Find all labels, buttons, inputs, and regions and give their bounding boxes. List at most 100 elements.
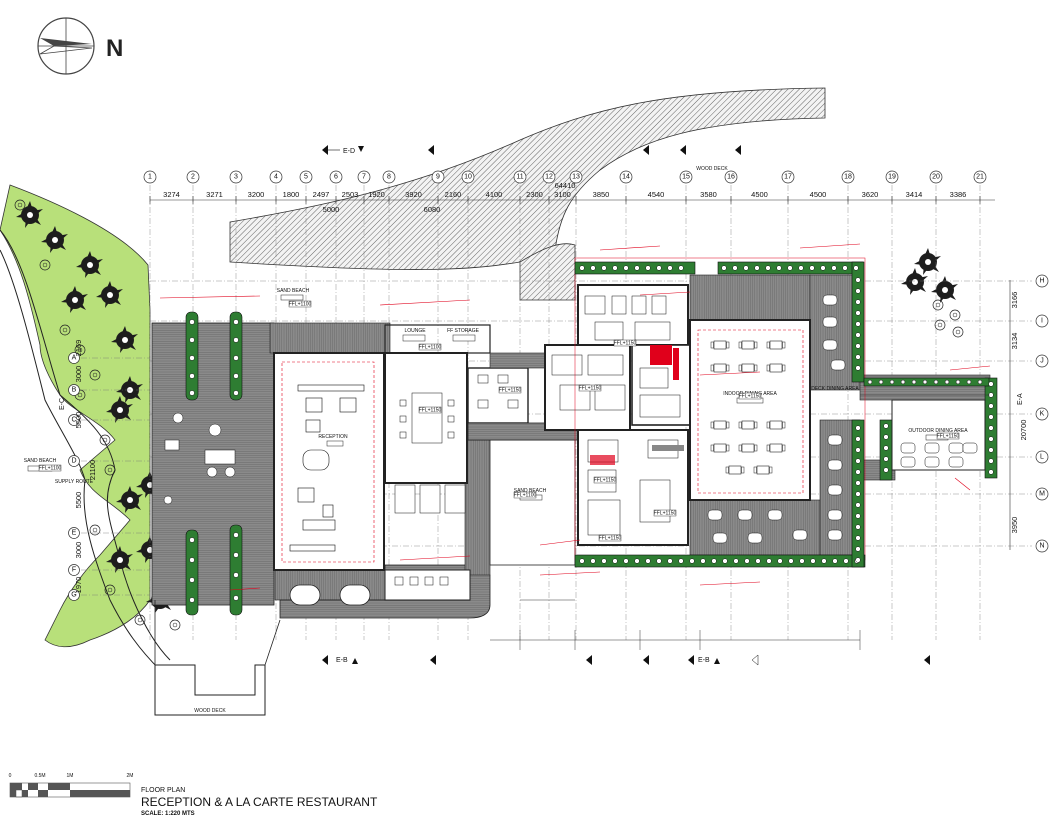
dim-top-1: 3271: [206, 190, 223, 199]
grid-bubble-13: [569, 170, 583, 184]
grid-label-19: 19: [888, 174, 896, 181]
dim-top-14: 3580: [700, 190, 717, 199]
title-main: RECEPTION & A LA CARTE RESTAURANT: [141, 795, 378, 809]
dim-right-1: 3166: [1010, 292, 1019, 309]
svg-text:21100: 21100: [88, 460, 97, 480]
grid-label-18: 18: [844, 174, 852, 181]
grid-bubble-2: [186, 170, 200, 184]
grid-bubble-6: [329, 170, 343, 184]
dim-right-2: 3134: [1010, 333, 1019, 350]
grid-bubble-19: [885, 170, 899, 184]
north-arrow-icon: [37, 17, 95, 75]
level-tag: FFL+1150: [937, 434, 960, 440]
grid-label-11: 11: [516, 174, 523, 181]
grid-label-B: B: [72, 387, 77, 394]
grid-bubble-M: [1035, 487, 1049, 501]
level-tag: FFL+1100: [289, 302, 312, 308]
grid-bubble-4: [269, 170, 283, 184]
svg-text:E-B: E-B: [336, 657, 348, 664]
grid-bubble-9: [431, 170, 445, 184]
storage-label: FF STORAGE: [447, 328, 480, 334]
svg-text:2169: 2169: [74, 340, 83, 357]
grid-label-6: 6: [334, 174, 338, 181]
grid-label-A: A: [72, 355, 77, 362]
level-tag: FFL+1150: [419, 408, 442, 414]
grid-label-4: 4: [274, 174, 278, 181]
grid-bubble-20: [929, 170, 943, 184]
grid-label-D: D: [71, 458, 76, 465]
sand-beach-left-label: SAND BEACH: [24, 458, 57, 464]
grid-label-9: 9: [436, 174, 440, 181]
grid-label-L: L: [1040, 454, 1044, 461]
svg-text:3000: 3000: [74, 542, 83, 559]
grid-bubble-L: [1035, 450, 1049, 464]
dim-top-19: 3386: [950, 190, 967, 199]
lower-dim-chain: [490, 394, 990, 650]
grid-bubble-14: [619, 170, 633, 184]
dim-top-13: 4540: [648, 190, 665, 199]
dim-top-9: 4100: [486, 190, 503, 199]
grid-bubble-A: [68, 352, 80, 364]
dim-right-overall: 20700: [1019, 420, 1028, 441]
grid-bubble-15: [679, 170, 693, 184]
grid-bubble-G: [68, 589, 80, 601]
grid-bubble-10: [461, 170, 475, 184]
grid-label-16: 16: [727, 174, 735, 181]
grid-bubble-D: [68, 455, 80, 467]
grid-label-M: M: [1039, 491, 1045, 498]
grid-label-E: E: [72, 530, 77, 537]
lounge-furniture: [394, 392, 466, 514]
grid-label-10: 10: [464, 174, 472, 181]
grid-label-C: C: [71, 417, 76, 424]
svg-text:3000: 3000: [74, 366, 83, 383]
svg-text:E-C: E-C: [59, 398, 66, 410]
grid-label-H: H: [1039, 278, 1044, 285]
grid-label-1: 1: [148, 174, 152, 181]
grid-bubble-1: [143, 170, 157, 184]
grid-bubble-E: [68, 527, 80, 539]
grid-bubble-17: [781, 170, 795, 184]
level-tag: FFL+1150: [594, 478, 617, 484]
reception-label: RECEPTION: [318, 434, 348, 440]
grid-bubble-N: [1035, 539, 1049, 553]
svg-text:E-A: E-A: [1017, 393, 1024, 405]
svg-text:1970: 1970: [74, 577, 83, 594]
supply-route-label: SUPPLY ROUTE: [55, 479, 94, 485]
grid-label-K: K: [1040, 411, 1045, 418]
svg-text:E-B: E-B: [698, 657, 710, 664]
reception-furniture: [289, 384, 365, 552]
grid-label-3: 3: [234, 174, 238, 181]
lounge-label: LOUNGE: [404, 328, 426, 334]
level-tag: FFL+1150: [599, 536, 622, 542]
dim-top-11: 3100: [554, 190, 571, 199]
grid-bubble-12: [542, 170, 556, 184]
grid-bubble-B: [68, 384, 80, 396]
grid-label-7: 7: [362, 174, 366, 181]
dim-top-3: 1800: [283, 190, 300, 199]
deck-dining-label: DECK DINING AREA: [811, 386, 859, 392]
dim-sub-1: 5000: [323, 205, 340, 214]
grid-label-G: G: [71, 592, 76, 599]
grid-bubble-16: [724, 170, 738, 184]
entry-vestibule: [289, 584, 371, 606]
grid-label-13: 13: [572, 174, 580, 181]
deck-seating: [163, 412, 236, 505]
level-tag: FFL+1100: [419, 345, 442, 351]
grid-bubble-21: [973, 170, 987, 184]
grid-bubble-H: [1035, 274, 1049, 288]
dim-top-18: 3414: [906, 190, 923, 199]
dim-top-8: 2160: [445, 190, 462, 199]
sand-beach-mid-label: SAND BEACH: [514, 488, 547, 494]
outdoor-dining-label: OUTDOOR DINING AREA: [908, 428, 968, 434]
grid-label-21: 21: [976, 174, 984, 181]
dim-sub-2: 6080: [424, 205, 441, 214]
svg-text:0: 0: [9, 773, 12, 779]
grid-label-8: 8: [387, 174, 391, 181]
dim-top-0: 3274: [163, 190, 180, 199]
right-tree-cluster: [901, 248, 964, 338]
grid-bubble-J: [1035, 354, 1049, 368]
level-tag: FFL+1100: [514, 493, 537, 499]
